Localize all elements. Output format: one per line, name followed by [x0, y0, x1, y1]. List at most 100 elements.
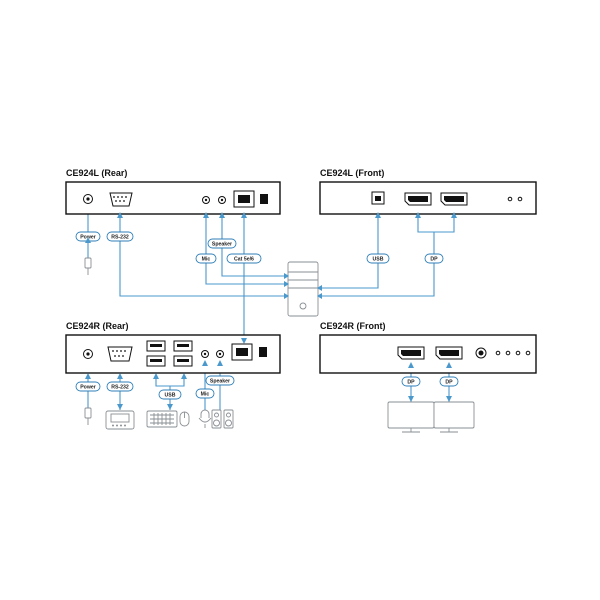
pill-mic-r: Mic	[195, 388, 215, 399]
title-ce924l-rear: CE924L (Rear)	[66, 168, 127, 178]
pill-label: RS-232	[111, 384, 129, 390]
wire-mic-l	[205, 212, 284, 285]
pill-label: Cat 5e/6	[234, 256, 254, 262]
monitor-screen	[387, 401, 435, 429]
arrow-up	[203, 212, 209, 218]
usb-a-port-inner	[177, 344, 189, 347]
speaker-jack-center	[218, 352, 222, 356]
dp-port-inner	[439, 350, 459, 356]
pill-speaker-r: Speaker	[205, 375, 235, 386]
speaker-jack-center	[220, 198, 224, 202]
pill-rs232-r: RS-232	[106, 381, 134, 392]
serial-device-button	[112, 424, 114, 427]
arrow-up	[415, 212, 421, 218]
pill-label: DP	[407, 379, 415, 385]
led-indicator	[525, 350, 531, 356]
pill-dp-rf2: DP	[439, 376, 459, 387]
adapter-plug	[84, 407, 92, 419]
arrow-down	[446, 396, 452, 402]
mic-jack-center	[204, 198, 208, 202]
arrow-down	[167, 404, 173, 410]
arrow-up	[451, 212, 457, 218]
title-ce924r-rear: CE924R (Rear)	[66, 321, 129, 331]
wire-dp-lf	[322, 232, 435, 297]
adapter-plug	[84, 257, 92, 269]
arrowheads	[85, 212, 457, 410]
monitor-icon	[433, 401, 475, 433]
pill-mic-l: Mic	[195, 253, 217, 264]
serial-device-icon	[105, 410, 135, 430]
power-adapter-icon	[84, 407, 92, 425]
pill-shape	[158, 389, 182, 400]
title-ce924l-front: CE924L (Front)	[320, 168, 384, 178]
usb-a-port-inner	[150, 344, 162, 347]
power-port-pin	[86, 352, 90, 356]
speaker-woofer	[225, 419, 232, 427]
pill-label: DP	[430, 256, 438, 262]
pill-shape	[424, 253, 444, 264]
wire-usb-r-top	[155, 373, 185, 387]
led-indicator	[515, 350, 521, 356]
rs232-pin	[121, 196, 123, 198]
pill-speaker-l: Speaker	[207, 238, 237, 249]
pill-shape	[366, 253, 390, 264]
wire-dp-lf-top	[417, 212, 455, 233]
rs232-pin	[125, 196, 127, 198]
wire-speaker-l	[221, 212, 284, 277]
rs232-pin	[123, 200, 125, 202]
dip-switch	[259, 347, 267, 357]
tower-power-button	[299, 302, 307, 310]
dp-port-inner	[408, 196, 428, 202]
usb-a-port-inner	[150, 359, 162, 362]
rs232-pin	[119, 200, 121, 202]
pill-shape	[439, 376, 459, 387]
rs232-pin	[118, 355, 120, 357]
pill-shape	[75, 381, 101, 392]
push-button-center	[478, 350, 484, 356]
title-ce924r-front: CE924R (Front)	[320, 321, 386, 331]
arrow-up	[117, 212, 123, 218]
usb-a-port-inner	[177, 359, 189, 362]
arrow-up	[85, 237, 91, 243]
pill-dp-rf1: DP	[401, 376, 421, 387]
pill-shape	[226, 253, 262, 264]
serial-device-button	[120, 424, 122, 427]
dp-port-inner	[401, 350, 421, 356]
speaker-tweeter	[214, 412, 219, 418]
mic-jack-center	[203, 352, 207, 356]
arrow-up	[408, 362, 414, 368]
rs232-pin	[120, 350, 122, 352]
dp-port-inner	[444, 196, 464, 202]
arrow-up	[219, 212, 225, 218]
pill-shape	[195, 253, 217, 264]
tower-body	[287, 261, 319, 317]
rs232-port	[107, 346, 133, 362]
arrow-down	[408, 396, 414, 402]
arrow-up	[241, 212, 247, 218]
pill-shape	[207, 238, 237, 249]
arrow-left	[317, 285, 322, 291]
pill-cat-l: Cat 5e/6	[226, 253, 262, 264]
arrow-up	[117, 373, 123, 379]
panel-ce924r-rear	[65, 334, 281, 374]
pill-shape	[205, 375, 235, 386]
pill-label: Mic	[202, 256, 211, 262]
mic-holder	[198, 417, 212, 423]
arrow-up	[85, 373, 91, 379]
rs232-port	[109, 192, 133, 207]
pill-label: USB	[373, 256, 384, 262]
pill-label: USB	[165, 392, 176, 398]
arrow-down	[117, 404, 123, 410]
pill-rs232-l: RS-232	[106, 231, 134, 242]
pill-label: Mic	[201, 391, 210, 397]
arrow-down	[241, 338, 247, 344]
pill-usb-lf: USB	[366, 253, 390, 264]
panel-ce924l-rear	[65, 181, 281, 215]
rs232-pin	[115, 200, 117, 202]
pill-label: RS-232	[111, 234, 129, 240]
keyboard-icon	[146, 410, 178, 428]
rs232-pin	[116, 350, 118, 352]
arrow-up	[181, 373, 187, 379]
rj45-port-inner	[238, 195, 250, 203]
